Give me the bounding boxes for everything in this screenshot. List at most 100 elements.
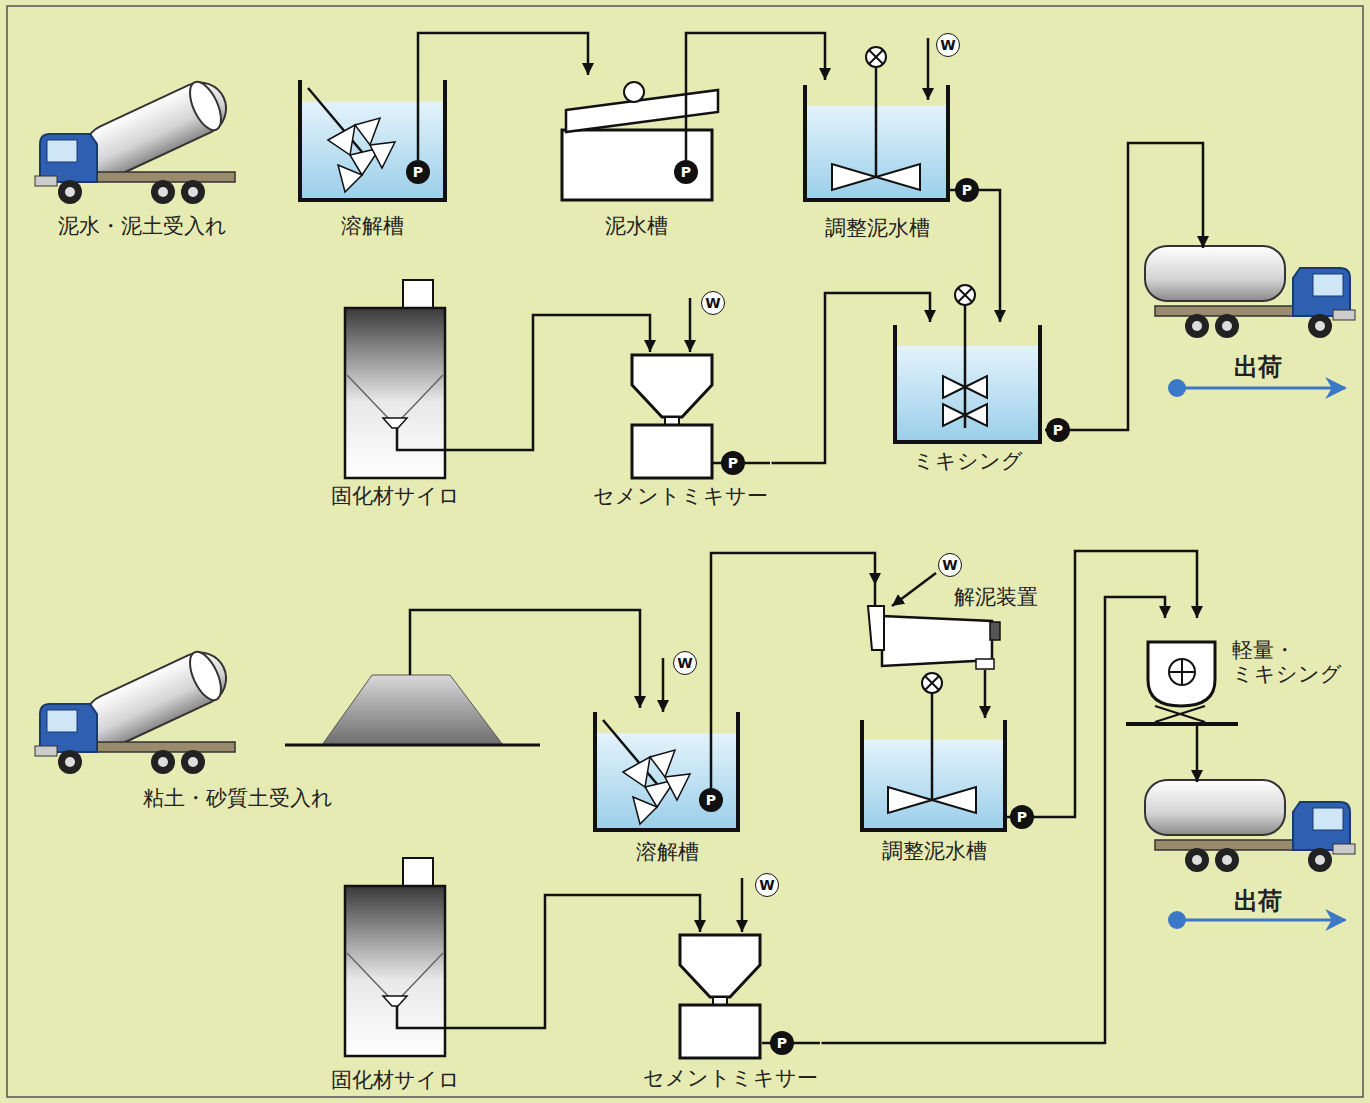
tank-wall xyxy=(300,80,445,200)
internal-pipe xyxy=(1196,724,1199,728)
hub xyxy=(1192,855,1202,865)
silo-body xyxy=(345,308,445,478)
pipe-connector xyxy=(410,610,640,708)
node-label: 泥水槽 xyxy=(555,214,717,238)
silo-outlet xyxy=(383,418,407,428)
water-symbol: W xyxy=(673,651,697,675)
agitator-paddle xyxy=(888,787,976,813)
truck-tank xyxy=(77,644,235,755)
agitator-shaft xyxy=(875,67,878,178)
internal-pipe xyxy=(417,75,420,160)
shipping-truck: 出荷 xyxy=(1160,248,1355,382)
agitator-shaft xyxy=(964,305,967,428)
drum-outlet xyxy=(976,659,994,669)
pump-symbol: P xyxy=(770,1031,794,1055)
rotor-cross xyxy=(1181,659,1183,685)
truck xyxy=(35,74,235,204)
mud-tank xyxy=(562,130,712,200)
cement-mixer: セメントミキサー xyxy=(589,352,772,510)
motor-cross xyxy=(869,50,883,64)
motor-cross xyxy=(958,288,972,302)
node-label: 調整泥水槽 xyxy=(858,839,1010,863)
truck-tank xyxy=(77,74,235,185)
crusher-blade xyxy=(665,774,690,800)
light-mixer: 軽量・ ミキシング xyxy=(1125,618,1350,728)
truck-cab xyxy=(40,704,97,752)
wheel xyxy=(181,180,205,204)
hub xyxy=(1315,855,1325,865)
pipe-connector xyxy=(465,895,700,1028)
internal-pipe xyxy=(397,428,465,450)
node-label: セメントミキサー xyxy=(589,484,772,508)
node-label: 溶解槽 xyxy=(295,214,450,238)
water-symbol: W xyxy=(755,873,779,897)
hub xyxy=(188,757,198,767)
bumper xyxy=(1333,844,1355,854)
node-label: 出荷 xyxy=(1160,354,1355,382)
internal-pipe xyxy=(409,640,412,675)
hub xyxy=(1315,321,1325,331)
bumper xyxy=(1333,310,1355,320)
crusher-blade xyxy=(650,750,675,777)
receiving-truck: 泥水・泥土受入れ xyxy=(30,75,255,240)
pipe-connector xyxy=(955,190,1000,322)
agitator-motor xyxy=(866,47,886,67)
truck xyxy=(35,644,235,774)
dissolving-tank: 溶解槽 xyxy=(295,75,450,240)
crusher-blade xyxy=(370,142,395,168)
agitator-paddle xyxy=(943,376,987,398)
tank-end xyxy=(184,647,228,704)
soil-pile xyxy=(322,675,503,745)
truck-cab xyxy=(1293,268,1350,316)
silo-cone xyxy=(347,953,443,998)
wheel xyxy=(1185,848,1209,872)
mixer-base xyxy=(1126,722,1238,726)
crusher-blade xyxy=(355,118,380,145)
node-label: 溶解槽 xyxy=(590,840,745,864)
ship-arrow xyxy=(1177,919,1345,922)
hub xyxy=(65,187,75,197)
pipe-connector xyxy=(1196,728,1199,782)
wheel xyxy=(58,750,82,774)
mixer-leg xyxy=(1155,706,1205,722)
tank-liquid xyxy=(302,102,443,198)
internal-pipe xyxy=(710,708,713,790)
agitator-paddle xyxy=(943,404,987,426)
ground-line xyxy=(285,744,540,747)
water-inlet xyxy=(927,38,930,100)
node-label: 調整泥水槽 xyxy=(800,216,955,240)
cab-window xyxy=(1313,808,1343,830)
pipe-connector xyxy=(418,33,588,75)
agitator-shaft xyxy=(931,693,934,800)
cab-window xyxy=(1313,274,1343,296)
wheel xyxy=(1308,314,1332,338)
tank-liquid xyxy=(597,733,736,828)
agitator-motor xyxy=(955,285,975,305)
crusher-blade xyxy=(338,165,362,192)
pipe-connector xyxy=(984,670,987,718)
truck-cab xyxy=(40,134,97,182)
wheel xyxy=(1215,848,1239,872)
hub xyxy=(1192,321,1202,331)
water-inlet xyxy=(662,658,665,712)
hub xyxy=(1222,321,1232,331)
wheel xyxy=(1215,314,1239,338)
hub xyxy=(158,187,168,197)
motor-cross xyxy=(925,676,939,690)
dump-body xyxy=(77,74,235,185)
internal-pipe xyxy=(397,1006,465,1028)
tank-end xyxy=(184,77,228,134)
hub xyxy=(65,757,75,767)
pump-symbol: P xyxy=(674,160,698,184)
wheel xyxy=(1308,848,1332,872)
loosening-device: 解泥装置 xyxy=(865,585,1040,670)
ship-arrow xyxy=(1177,387,1345,390)
screen-roller xyxy=(624,82,644,102)
pipe-connector xyxy=(772,293,931,463)
node-label: 出荷 xyxy=(1160,888,1355,916)
water-symbol: W xyxy=(936,33,960,57)
water-inlet xyxy=(892,573,936,606)
bumper xyxy=(35,176,57,186)
pipe-connector xyxy=(1010,551,1197,817)
shipping-truck: 出荷 xyxy=(1160,782,1355,916)
